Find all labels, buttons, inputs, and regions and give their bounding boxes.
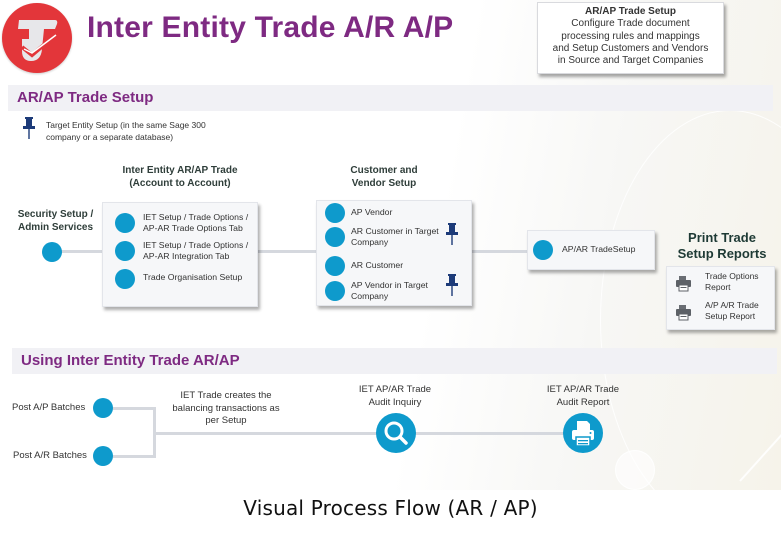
text-line: IET Setup / Trade Options /: [143, 240, 249, 250]
pushpin-icon: [446, 274, 458, 296]
text-line: Company: [351, 237, 389, 247]
text-line: IET AP/AR Trade: [358, 384, 432, 395]
logo-mark-icon: [18, 20, 60, 61]
text-line: Audit Report: [556, 396, 610, 408]
node-dot: [325, 203, 345, 223]
text-line: Trade Organisation Setup: [143, 272, 243, 282]
diagram-canvas: Inter Entity Trade A/R A/P AR/AP Trade S…: [0, 0, 781, 490]
section-heading-using: Using Inter Entity Trade AR/AP: [12, 348, 777, 374]
text-line: balancing transactions as: [172, 402, 280, 414]
text-line: Admin Services: [17, 222, 94, 233]
account-to-account-heading: Inter Entity AR/AP Trade (Account to Acc…: [100, 164, 260, 190]
node-dot: [325, 227, 345, 247]
text-line: Target Entity Setup (in the same Sage 30…: [46, 120, 206, 130]
text-line: per Setup: [205, 415, 247, 426]
post-ar-batches-node[interactable]: [93, 446, 113, 466]
item-text: Trade Options Report: [705, 271, 775, 293]
node-dot: [325, 281, 345, 301]
target-entity-text: Target Entity Setup (in the same Sage 30…: [46, 119, 266, 143]
decorative-node: [615, 450, 655, 490]
node-dot: [325, 256, 345, 276]
inter-entity-trade-logo: [2, 3, 72, 73]
text-line: (Account to Account): [129, 178, 231, 189]
post-ap-batches-label: Post A/P Batches: [12, 402, 86, 413]
text-line: AR Customer: [351, 260, 404, 270]
printer-icon: [572, 421, 594, 447]
item-text: A/P A/R Trade Setup Report: [705, 300, 775, 322]
text-line: AR Customer in Target: [351, 226, 439, 236]
print-reports-heading: Print Trade Setup Reports: [668, 230, 776, 261]
connector-line: [258, 250, 318, 253]
text-line: AP-AR Trade Options Tab: [143, 223, 243, 233]
figure-caption: Visual Process Flow (AR / AP): [243, 496, 538, 520]
audit-report-label: IET AP/AR Trade Audit Report: [528, 384, 638, 409]
pushpin-icon: [446, 223, 458, 245]
node-dot: [115, 269, 135, 289]
audit-inquiry-node[interactable]: [376, 413, 416, 453]
text-line: AP-AR Integration Tab: [143, 251, 230, 261]
connector-line: [153, 407, 156, 458]
printer-icon: [676, 276, 691, 292]
text-line: IET AP/AR Trade: [546, 384, 620, 395]
text-line: A/P A/R Trade: [705, 300, 759, 310]
printer-icon: [676, 305, 691, 321]
connector-line: [113, 455, 156, 458]
text-line: Trade Options: [705, 271, 759, 281]
customer-vendor-heading: Customer and Vendor Setup: [330, 164, 438, 190]
text-line: Company: [351, 291, 389, 301]
item-text: AR Customer: [351, 260, 403, 271]
security-setup-node[interactable]: [42, 242, 62, 262]
connector-line: [113, 407, 156, 410]
text-line: Setup Reports: [677, 245, 767, 261]
text-line: Audit Inquiry: [368, 396, 422, 408]
security-setup-label: Security Setup / Admin Services: [8, 208, 103, 234]
note-line: Configure Trade document: [571, 18, 690, 30]
text-line: IET Setup / Trade Options /: [143, 212, 249, 222]
note-line: in Source and Target Companies: [557, 55, 704, 67]
note-line: and Setup Customers and Vendors: [552, 42, 709, 54]
text-line: Inter Entity AR/AP Trade: [122, 165, 238, 176]
item-text: IET Setup / Trade Options / AP-AR Integr…: [143, 240, 248, 262]
connector-line: [52, 250, 102, 253]
text-line: Report: [705, 282, 731, 292]
post-ap-batches-node[interactable]: [93, 398, 113, 418]
trade-setup-label: AP/AR TradeSetup: [562, 244, 636, 254]
connector-line: [472, 250, 530, 253]
item-text: IET Setup / Trade Options / AP-AR Trade …: [143, 212, 248, 234]
print-reports-card: Trade Options Report A/P A/R Trade Setup…: [666, 266, 775, 330]
connector-line: [156, 432, 576, 435]
audit-inquiry-label: IET AP/AR Trade Audit Inquiry: [340, 384, 450, 409]
customer-vendor-card: AP Vendor AR Customer in Target Company …: [316, 200, 472, 306]
audit-report-node[interactable]: [563, 413, 603, 453]
balancing-transactions-label: IET Trade creates the balancing transact…: [160, 390, 292, 428]
node-dot: [115, 213, 135, 233]
text-line: Security Setup /: [17, 209, 94, 220]
post-ar-batches-label: Post A/R Batches: [13, 450, 87, 461]
magnifier-icon: [384, 421, 408, 445]
text-line: IET Trade creates the: [180, 390, 272, 401]
page-title: Inter Entity Trade A/R A/P: [87, 11, 454, 44]
text-line: Vendor Setup: [351, 178, 417, 189]
setup-description-note: AR/AP Trade Setup Configure Trade docume…: [537, 2, 724, 74]
node-dot: [115, 241, 135, 261]
item-text: AP Vendor in Target Company: [351, 280, 428, 302]
text-line: AP Vendor in Target: [351, 280, 428, 290]
text-line: Customer and: [350, 165, 418, 176]
note-line: processing rules and mappings: [561, 30, 700, 42]
pushpin-icon: [23, 117, 35, 139]
node-dot: [533, 240, 553, 260]
note-title: AR/AP Trade Setup: [585, 6, 676, 17]
text-line: company or a separate database): [46, 132, 174, 142]
trade-setup-card[interactable]: AP/AR TradeSetup: [527, 230, 655, 270]
text-line: Setup Report: [705, 311, 756, 321]
item-text: Trade Organisation Setup: [143, 272, 242, 283]
text-line: AP Vendor: [351, 207, 393, 217]
section-heading-setup: AR/AP Trade Setup: [8, 85, 773, 111]
item-text: AP Vendor: [351, 207, 392, 218]
account-to-account-card: IET Setup / Trade Options / AP-AR Trade …: [102, 202, 258, 307]
item-text: AR Customer in Target Company: [351, 226, 439, 248]
text-line: Print Trade: [688, 230, 756, 245]
